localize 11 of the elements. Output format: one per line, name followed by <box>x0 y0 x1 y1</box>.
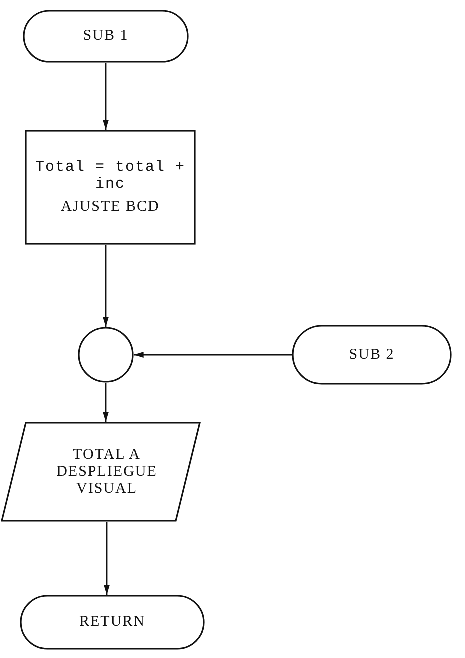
node-text: SUB 2 <box>349 346 395 364</box>
arrow <box>103 383 109 422</box>
node-text: TOTAL A DESPLIEGUE VISUAL <box>56 446 158 498</box>
arrow <box>103 63 109 130</box>
node-text: Total = total + inc <box>34 159 187 193</box>
node-text: AJUSTE BCD <box>61 199 160 216</box>
arrow <box>104 522 110 595</box>
node-text: RETURN <box>80 614 146 631</box>
arrow <box>103 245 109 327</box>
arrow <box>134 352 292 358</box>
node-text: SUB 1 <box>83 28 129 45</box>
